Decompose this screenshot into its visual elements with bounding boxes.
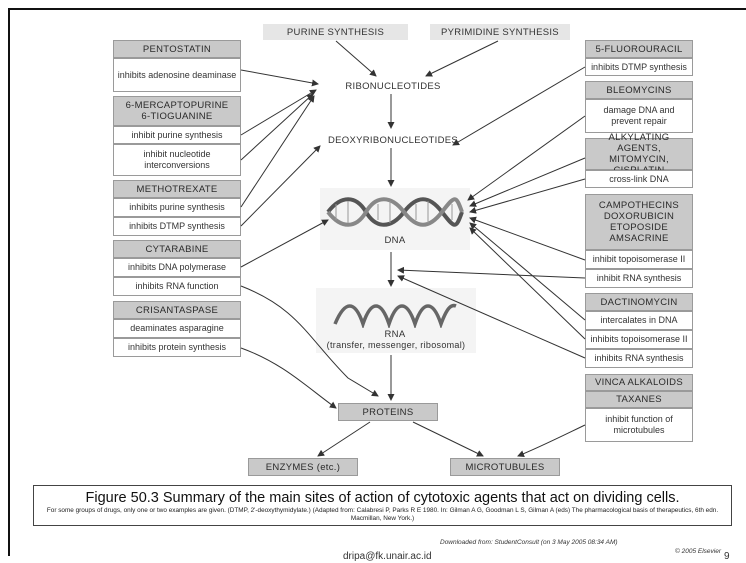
mercaptopurine-header: 6-MERCAPTOPURINE 6-TIOGUANINE bbox=[113, 96, 241, 126]
vinca-header: VINCA ALKALOIDS bbox=[585, 374, 693, 391]
dact-action-intercalate: intercalates in DNA bbox=[585, 311, 693, 330]
cyt-action-polymerase: inhibits DNA polymerase bbox=[113, 258, 241, 277]
author-email: dripa@fk.unair.ac.id bbox=[343, 551, 432, 562]
mtx-action-purine: inhibits purine synthesis bbox=[113, 198, 241, 217]
pathway-arrows bbox=[240, 40, 586, 458]
dna-helix-icon bbox=[326, 197, 464, 227]
bleomycins-header: BLEOMYCINS bbox=[585, 81, 693, 99]
tioguanine-label: 6-TIOGUANINE bbox=[141, 111, 213, 122]
dact-action-rna: inhibits RNA synthesis bbox=[585, 349, 693, 368]
dactinomycin-header: DACTINOMYCIN bbox=[585, 293, 693, 311]
vinca-action: inhibit function of microtubules bbox=[585, 408, 693, 442]
left-border-line bbox=[8, 8, 10, 556]
campothecins-label: CAMPOTHECINS bbox=[598, 200, 680, 211]
dact-action-topo: inhibits topoisomerase II bbox=[585, 330, 693, 349]
cris-action-protein: inhibits protein synthesis bbox=[113, 338, 241, 357]
alk-action: cross-link DNA bbox=[585, 170, 693, 188]
camp-action-topo: inhibit topoisomerase II bbox=[585, 250, 693, 269]
fluorouracil-header: 5-FLUOROURACIL bbox=[585, 40, 693, 58]
pyrimidine-synthesis-label: PYRIMIDINE SYNTHESIS bbox=[430, 24, 570, 40]
microtubules-box: MICROTUBULES bbox=[450, 458, 560, 476]
mercaptopurine-label: 6-MERCAPTOPURINE bbox=[125, 100, 229, 111]
pentostatin-header: PENTOSTATIN bbox=[113, 40, 241, 58]
page-number: 9 bbox=[724, 551, 730, 562]
pentostatin-action: inhibits adenosine deaminase bbox=[113, 58, 241, 92]
mp-action-purine: inhibit purine synthesis bbox=[113, 126, 241, 144]
deoxyribonucleotides-label: DEOXYRIBONUCLEOTIDES bbox=[308, 135, 478, 146]
camp-action-rna: inhibit RNA synthesis bbox=[585, 269, 693, 288]
top-border-line bbox=[8, 8, 746, 10]
dna-label: DNA bbox=[384, 235, 406, 246]
taxanes-header: TAXANES bbox=[585, 391, 693, 408]
methotrexate-header: METHOTREXATE bbox=[113, 180, 241, 198]
amsacrine-label: AMSACRINE bbox=[609, 233, 669, 244]
crisantaspase-header: CRISANTASPASE bbox=[113, 301, 241, 319]
cytarabine-header: CYTARABINE bbox=[113, 240, 241, 258]
bleo-action: damage DNA and prevent repair bbox=[585, 99, 693, 133]
ribonucleotides-label: RIBONUCLEOTIDES bbox=[323, 81, 463, 92]
diagram: PURINE SYNTHESIS PYRIMIDINE SYNTHESIS RI… bbox=[108, 8, 698, 478]
enzymes-box: ENZYMES (etc.) bbox=[248, 458, 358, 476]
campothecins-header: CAMPOTHECINS DOXORUBICIN ETOPOSIDE AMSAC… bbox=[585, 194, 693, 250]
mp-action-interconversion: inhibit nucleotide interconversions bbox=[113, 144, 241, 176]
fu-action: inhibits DTMP synthesis bbox=[585, 58, 693, 76]
cyt-action-rna: inhibits RNA function bbox=[113, 277, 241, 296]
copyright-note: © 2005 Elsevier bbox=[675, 548, 721, 555]
rna-label: RNA bbox=[384, 329, 406, 340]
rna-types-label: (transfer, messenger, ribosomal) bbox=[326, 340, 466, 350]
figure-caption: Figure 50.3 Summary of the main sites of… bbox=[33, 485, 732, 526]
caption-title: Figure 50.3 Summary of the main sites of… bbox=[85, 490, 680, 506]
mtx-action-dtmp: inhibits DTMP synthesis bbox=[113, 217, 241, 236]
purine-synthesis-label: PURINE SYNTHESIS bbox=[263, 24, 408, 40]
download-note: Downloaded from: StudentConsult (on 3 Ma… bbox=[440, 539, 618, 546]
cris-action-asparagine: deaminates asparagine bbox=[113, 319, 241, 338]
doxorubicin-label: DOXORUBICIN bbox=[603, 211, 675, 222]
rna-strand-icon bbox=[333, 303, 457, 328]
proteins-box: PROTEINS bbox=[338, 403, 438, 421]
caption-note: For some groups of drugs, only one or tw… bbox=[46, 507, 719, 522]
etoposide-label: ETOPOSIDE bbox=[610, 222, 668, 233]
